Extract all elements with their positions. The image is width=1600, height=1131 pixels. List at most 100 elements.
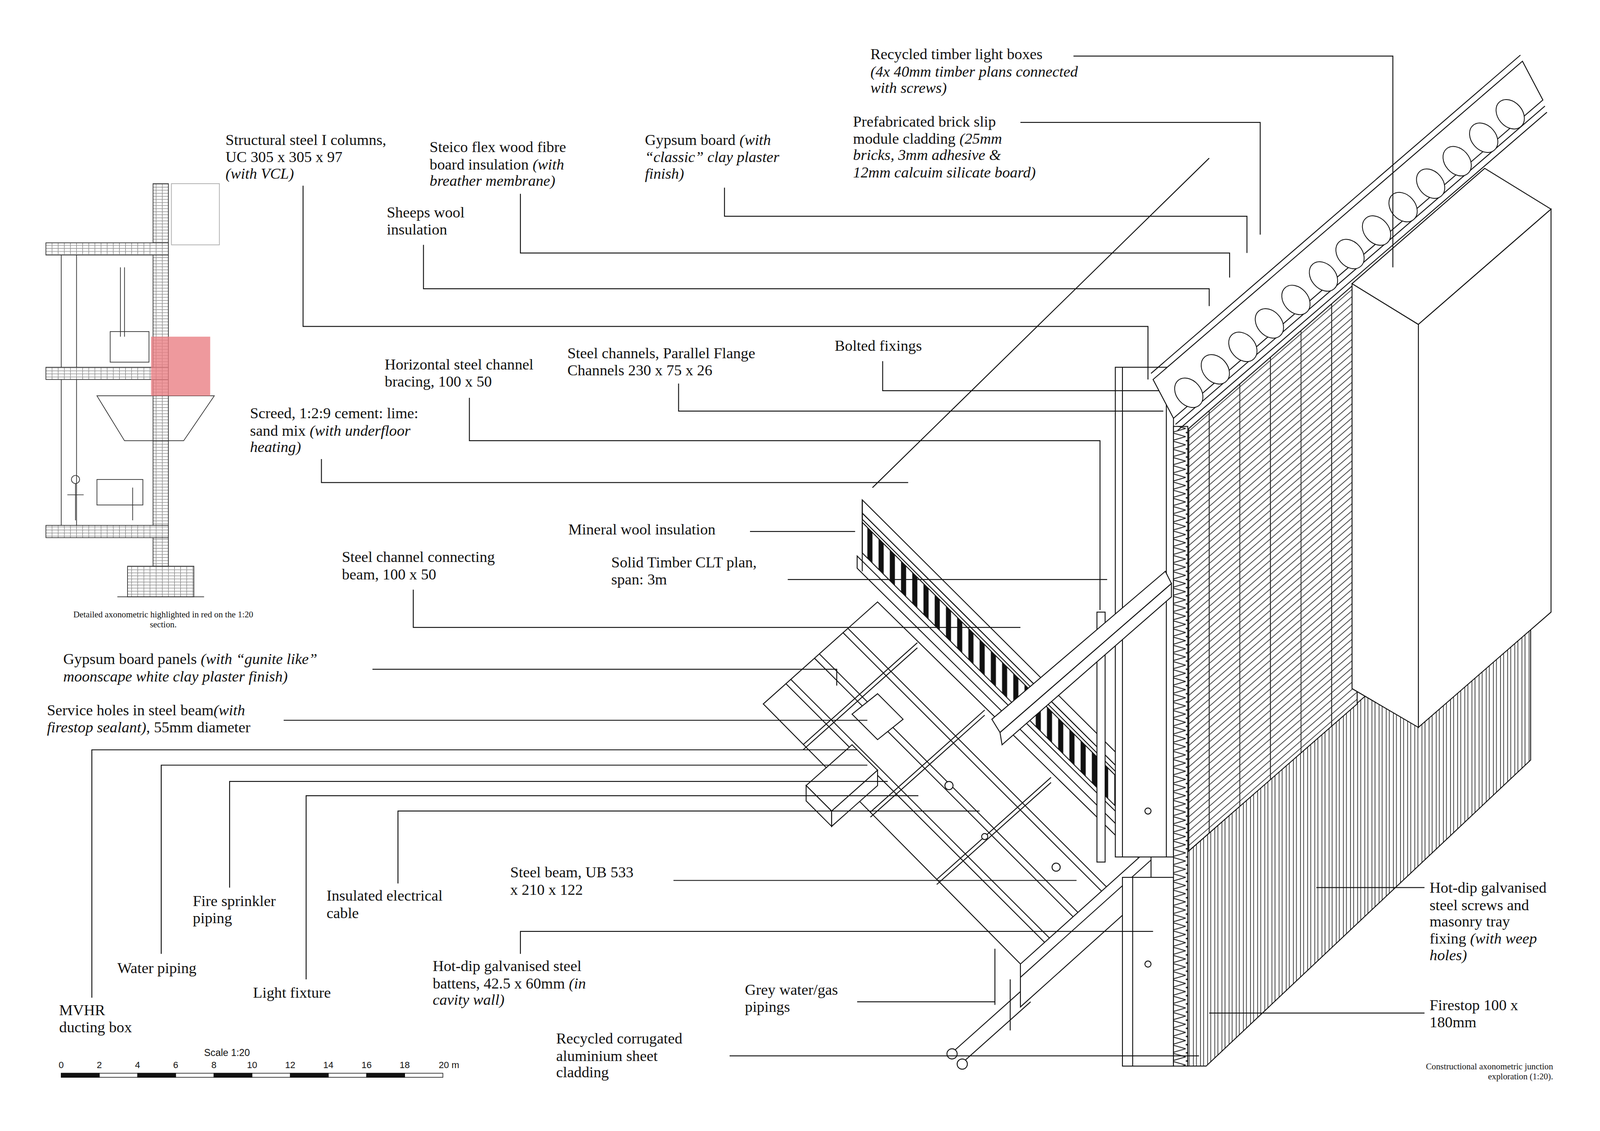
leader-lines-part <box>372 669 837 686</box>
label-text: Light fixture <box>252 984 331 1001</box>
callout-label: Water piping <box>117 960 230 978</box>
callout-label: Grey water/gas pipings <box>745 981 858 1016</box>
wall-assembly-part-part <box>1168 372 1209 414</box>
wall-assembly-part-part <box>1382 186 1423 228</box>
label-text: Insulated electrical cable <box>326 887 443 922</box>
label-text: Recycled corrugated aluminium sheet clad… <box>556 1030 683 1081</box>
label-text: Structural steel I columns, UC 305 x 305… <box>225 131 387 165</box>
label-text: Gypsum board panels <box>63 650 197 668</box>
wall-assembly-part-part <box>1463 117 1504 159</box>
wall-assembly-part-part <box>1330 233 1370 275</box>
leader-lines-part <box>1020 122 1261 235</box>
section-inset-part <box>45 525 169 538</box>
scale-number: 16 <box>361 1060 372 1071</box>
callout-label: Horizontal steel channel bracing, 100 x … <box>384 356 558 390</box>
wall-assembly <box>991 55 1551 1067</box>
callout-label: Service holes in steel beam(with firesto… <box>47 702 282 736</box>
under-floor-services-part <box>947 1049 958 1060</box>
callout-label: Steico flex wood fibre board insulation(… <box>429 138 593 190</box>
callout-label: Steel beam, UB 533 x 210 x 122 <box>510 864 641 898</box>
label-text: Solid Timber CLT plan, span: 3m <box>611 554 757 588</box>
callout-label: Mineral wool insulation <box>568 521 763 538</box>
callout-label: Bolted fixings <box>834 337 978 355</box>
scale-number: 14 <box>323 1060 334 1071</box>
label-text: (with VCL) <box>225 165 408 183</box>
scale-bar-part <box>61 1073 443 1078</box>
under-floor-services <box>763 602 1152 1070</box>
section-inset-part <box>71 475 80 484</box>
label-text: Steel channels, Parallel Flange Channels… <box>567 345 756 379</box>
label-text: Service holes in steel beam <box>47 702 214 719</box>
under-floor-services-part <box>852 693 903 740</box>
leader-lines-part <box>283 720 868 721</box>
wall-assembly-part <box>1352 283 1419 728</box>
label-text: Steel beam, UB 533 x 210 x 122 <box>510 864 634 898</box>
callout-label: Scale 1:20 <box>204 1047 276 1059</box>
label-text: Steel channel connecting beam, 100 x 50 <box>341 549 495 583</box>
leader-lines-part <box>520 193 1230 278</box>
label-text: Hot-dip galvanised steel battens, 42.5 x… <box>432 958 582 992</box>
callout-label: Gypsum board panels(with “gunite like” m… <box>63 650 360 685</box>
scale-number: 6 <box>173 1060 179 1071</box>
label-text: Recycled timber light boxes <box>870 45 1043 63</box>
under-floor-services-part <box>957 1059 968 1070</box>
section-inset-part <box>110 331 149 363</box>
floor-slab-part <box>857 556 1121 829</box>
label-text: MVHR ducting box <box>59 1002 132 1036</box>
wall-assembly-part <box>1188 281 1358 852</box>
label-text: (4x 40mm timber plans connected with scr… <box>870 62 1080 97</box>
under-floor-services-part <box>1052 863 1061 872</box>
scale-number: 4 <box>135 1060 140 1071</box>
callout-label: Steel channel connecting beam, 100 x 50 <box>341 549 515 583</box>
scale-number: 18 <box>399 1060 410 1071</box>
label-text: Water piping <box>117 960 197 977</box>
under-floor-services-part <box>945 781 954 790</box>
section-inset-part <box>67 483 133 521</box>
section-inset-part <box>61 255 125 526</box>
leader-lines-part <box>91 750 858 998</box>
wall-assembly-part <box>1145 961 1152 968</box>
callout-label: Hot-dip galvanised steel battens, 42.5 x… <box>432 958 622 1009</box>
wall-assembly-part <box>1132 877 1133 1067</box>
callout-label: Screed, 1:2:9 cement: lime: sand mix(wit… <box>250 405 434 456</box>
highlight-box <box>150 336 210 396</box>
label-text: Grey water/gas pipings <box>745 981 838 1015</box>
callout-label: Light fixture <box>252 984 365 1002</box>
callout-label: Gypsum board(with “classic” clay plaster… <box>645 131 798 183</box>
leader-lines-part <box>729 1055 1200 1057</box>
label-text: Firestop 100 x 180mm <box>1429 997 1518 1031</box>
under-floor-services-part <box>981 833 988 840</box>
wall-assembly-part <box>1173 426 1188 1067</box>
leader-lines-part <box>397 811 980 884</box>
scale-bar-part <box>290 1073 329 1078</box>
label-text: Fire sprinkler piping <box>192 892 276 927</box>
section-inset-part <box>127 566 194 597</box>
scale-number: 10 <box>247 1060 258 1071</box>
scale-bar <box>61 1073 443 1078</box>
label-text: Bolted fixings <box>834 337 922 355</box>
callout-label: Sheeps wool insulation <box>386 204 489 238</box>
section-inset-part <box>45 242 169 255</box>
wall-assembly-part <box>1000 583 1172 745</box>
wall-assembly-part-part <box>1490 93 1531 135</box>
callout-label: Insulated electrical cable <box>326 887 470 922</box>
label-text: Detailed axonometric highlighted in red … <box>73 609 254 630</box>
wall-assembly-part-part <box>1437 140 1478 182</box>
wall-assembly-part <box>1122 877 1174 1067</box>
wall-assembly-part-part <box>1195 349 1236 390</box>
label-text: Sheeps wool insulation <box>386 204 465 238</box>
figure-caption: Constructional axonometric junction expl… <box>1418 1061 1553 1082</box>
section-inset-part <box>117 596 205 598</box>
label-text: Scale 1:20 <box>204 1047 250 1059</box>
label-text: Mineral wool insulation <box>568 521 716 538</box>
leader-lines-part <box>1209 1012 1425 1014</box>
leader-lines-part <box>787 579 1108 580</box>
leader-lines-part <box>423 245 1210 307</box>
leader-lines <box>91 56 1425 1057</box>
wall-assembly-part-part <box>1303 256 1344 298</box>
wall-assembly-part <box>1418 209 1551 728</box>
label-text: Gypsum board <box>645 131 736 148</box>
leader-lines-part <box>302 185 1148 380</box>
callout-label: Structural steel I columns, UC 305 x 305… <box>225 131 408 183</box>
